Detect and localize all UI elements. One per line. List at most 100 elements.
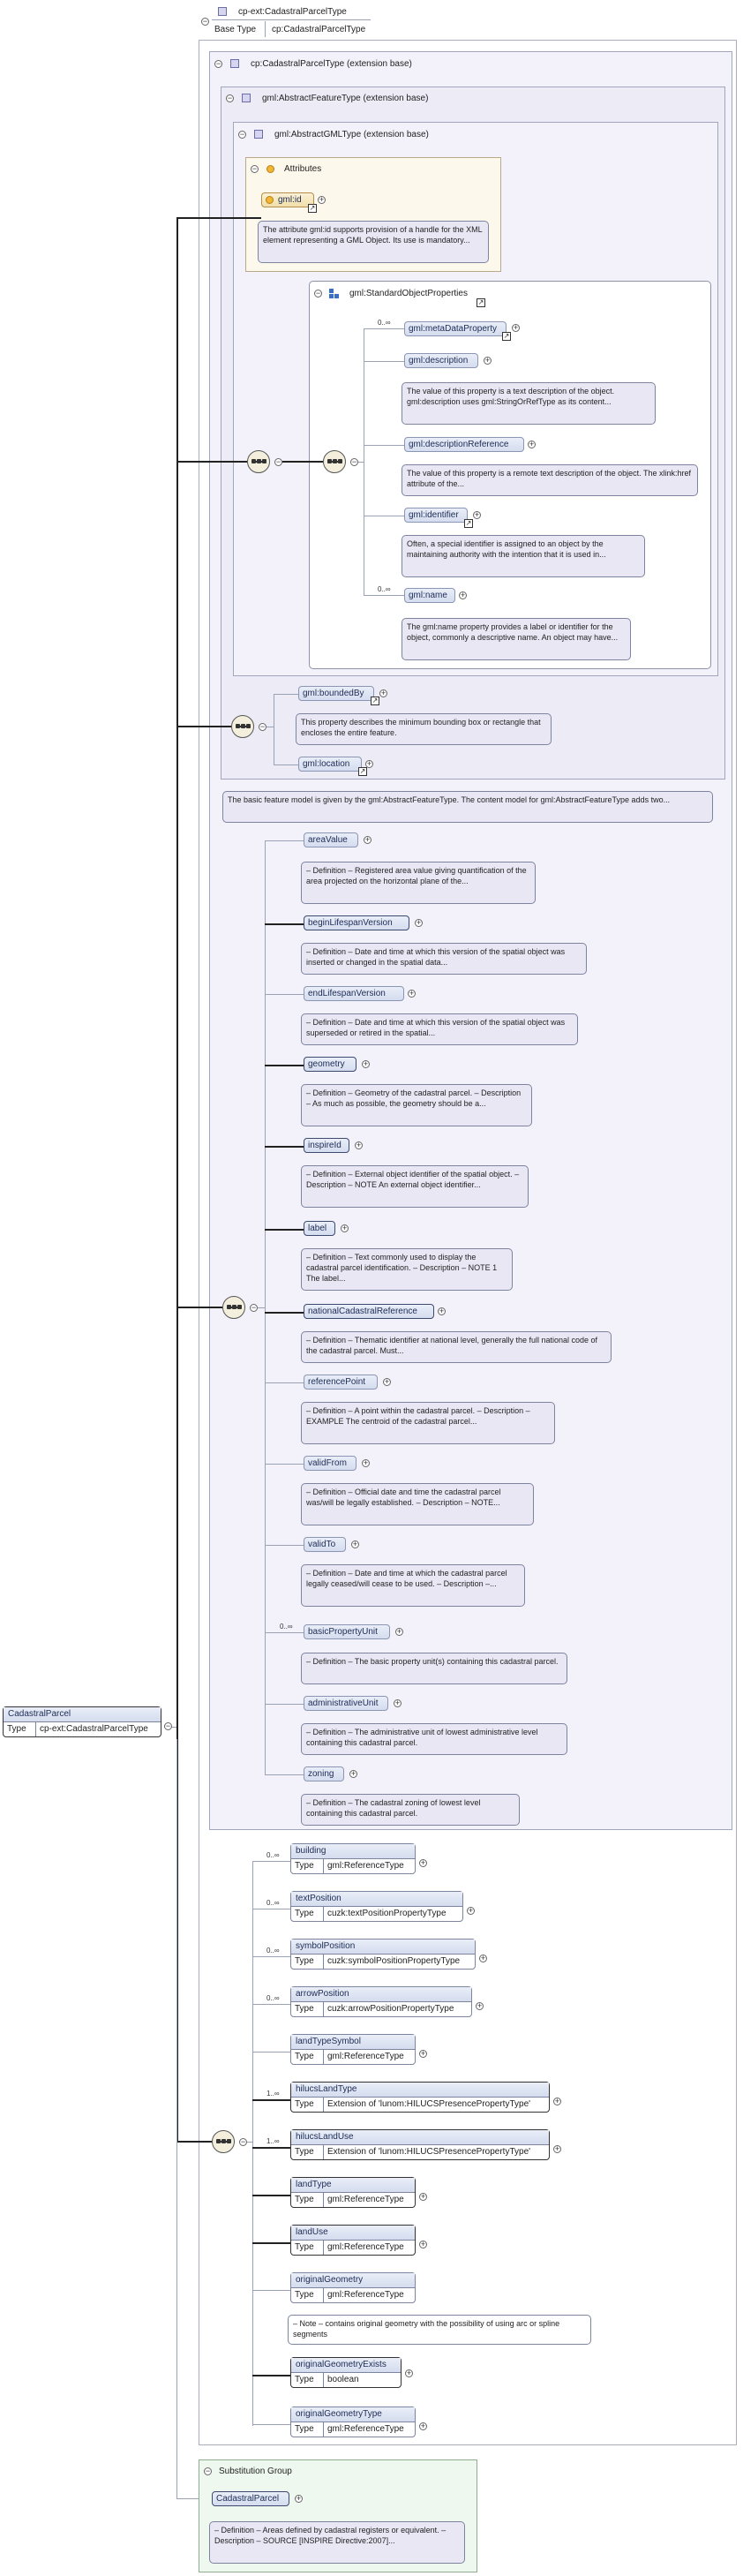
sequence-icon xyxy=(323,450,346,473)
collapse-icon[interactable]: − xyxy=(251,164,259,173)
element-doc: – Definition – A point within the cadast… xyxy=(301,1402,555,1444)
expand-icon[interactable]: + xyxy=(365,759,373,768)
element-beginlifespanversion[interactable]: beginLifespanVersion xyxy=(304,915,409,930)
type-title: cp-ext:CadastralParcelType xyxy=(238,7,347,17)
connector xyxy=(265,1229,305,1231)
element-areavalue[interactable]: areaValue xyxy=(304,832,358,847)
substitution-element-cadastralparcel[interactable]: CadastralParcel xyxy=(212,2491,289,2506)
expand-icon[interactable]: + xyxy=(419,2422,427,2430)
link-icon[interactable]: ↗ xyxy=(464,519,473,528)
expand-icon[interactable]: + xyxy=(512,323,520,332)
collapse-icon[interactable]: − xyxy=(164,1721,172,1730)
expand-icon[interactable]: + xyxy=(484,356,492,365)
collapse-icon[interactable]: − xyxy=(350,457,358,466)
element-name: hilucsLandType xyxy=(291,2083,549,2098)
expand-icon[interactable]: + xyxy=(362,1059,370,1068)
expand-icon[interactable]: + xyxy=(383,1377,391,1386)
element-gml-boundedby[interactable]: gml:boundedBy xyxy=(298,686,374,701)
expand-icon[interactable]: + xyxy=(459,591,467,599)
attribute-gml-id[interactable]: gml:id xyxy=(261,192,314,207)
collapse-icon[interactable]: − xyxy=(314,289,322,298)
collapse-icon[interactable]: − xyxy=(274,457,282,466)
type-label: Type xyxy=(291,2193,324,2207)
expand-icon[interactable]: + xyxy=(467,1906,475,1915)
expand-icon[interactable]: + xyxy=(351,1540,359,1548)
expand-icon[interactable]: + xyxy=(553,2097,561,2105)
expand-icon[interactable]: + xyxy=(362,1458,370,1467)
expand-icon[interactable]: + xyxy=(364,835,372,844)
element-validfrom[interactable]: validFrom xyxy=(304,1456,356,1471)
element-gml-description[interactable]: gml:description xyxy=(404,353,478,368)
connector xyxy=(265,840,305,841)
element-doc: – Definition – The cadastral zoning of l… xyxy=(301,1794,520,1826)
element-gml-metadataproperty[interactable]: gml:metaDataProperty xyxy=(404,321,507,336)
element-validto[interactable]: validTo xyxy=(304,1537,346,1552)
expand-icon[interactable]: + xyxy=(394,1699,402,1707)
element-gml-location[interactable]: gml:location xyxy=(298,757,362,772)
element-nationalcadastralreference[interactable]: nationalCadastralReference xyxy=(304,1304,434,1319)
expand-icon[interactable]: + xyxy=(438,1307,446,1315)
link-icon[interactable]: ↗ xyxy=(502,332,511,341)
link-icon[interactable]: ↗ xyxy=(371,697,379,705)
element-endlifespanversion[interactable]: endLifespanVersion xyxy=(304,986,404,1001)
link-icon[interactable]: ↗ xyxy=(308,204,317,213)
link-icon[interactable]: ↗ xyxy=(477,298,485,307)
group-icon xyxy=(329,289,340,299)
expand-icon[interactable]: + xyxy=(419,2192,427,2201)
expand-icon[interactable]: + xyxy=(553,2144,561,2153)
collapse-icon[interactable]: − xyxy=(214,59,222,68)
element-referencepoint[interactable]: referencePoint xyxy=(304,1375,378,1390)
element-administrativeunit[interactable]: administrativeUnit xyxy=(304,1696,388,1711)
expand-icon[interactable]: + xyxy=(528,440,536,448)
element-gml-descriptionreference[interactable]: gml:descriptionReference xyxy=(404,437,524,452)
element-doc: The gml:name property provides a label o… xyxy=(402,618,631,660)
expand-icon[interactable]: + xyxy=(355,1141,363,1149)
expand-icon[interactable]: + xyxy=(341,1224,349,1232)
expand-icon[interactable]: + xyxy=(395,1627,403,1636)
collapse-icon[interactable]: − xyxy=(238,130,246,139)
collapse-icon[interactable]: − xyxy=(226,94,234,102)
collapse-icon[interactable]: − xyxy=(239,2137,247,2146)
element-gml-identifier[interactable]: gml:identifier xyxy=(404,508,468,523)
link-icon[interactable]: ↗ xyxy=(358,767,367,776)
expand-icon[interactable]: + xyxy=(295,2494,303,2503)
collapse-icon[interactable]: − xyxy=(259,722,266,731)
expand-icon[interactable]: + xyxy=(479,1954,487,1962)
collapse-icon[interactable]: − xyxy=(204,2467,212,2475)
connector xyxy=(176,217,261,219)
element-name: hilucsLandUse xyxy=(291,2130,549,2145)
expand-icon[interactable]: + xyxy=(419,1858,427,1867)
expand-icon[interactable]: + xyxy=(405,2369,413,2377)
element-basicpropertyunit[interactable]: basicPropertyUnit xyxy=(304,1624,390,1639)
collapse-icon[interactable]: − xyxy=(250,1303,258,1312)
expand-icon[interactable]: + xyxy=(408,989,416,998)
expand-icon[interactable]: + xyxy=(419,2240,427,2248)
element-inspireid[interactable]: inspireId xyxy=(304,1138,349,1153)
expand-icon[interactable]: + xyxy=(349,1769,357,1778)
expand-icon[interactable]: + xyxy=(379,689,387,697)
element-zoning[interactable]: zoning xyxy=(304,1766,344,1781)
collapse-icon[interactable]: − xyxy=(201,17,209,26)
element-doc: – Definition – Official date and time th… xyxy=(301,1483,534,1525)
expand-icon[interactable]: + xyxy=(476,2001,484,2010)
element-label[interactable]: label xyxy=(304,1221,335,1236)
expand-icon[interactable]: + xyxy=(318,195,326,204)
expand-icon[interactable]: + xyxy=(473,510,481,519)
expand-icon[interactable]: + xyxy=(415,918,423,927)
element-gml-name[interactable]: gml:name xyxy=(404,588,455,603)
element-geometry[interactable]: geometry xyxy=(304,1057,356,1072)
expand-icon[interactable]: + xyxy=(419,2049,427,2058)
